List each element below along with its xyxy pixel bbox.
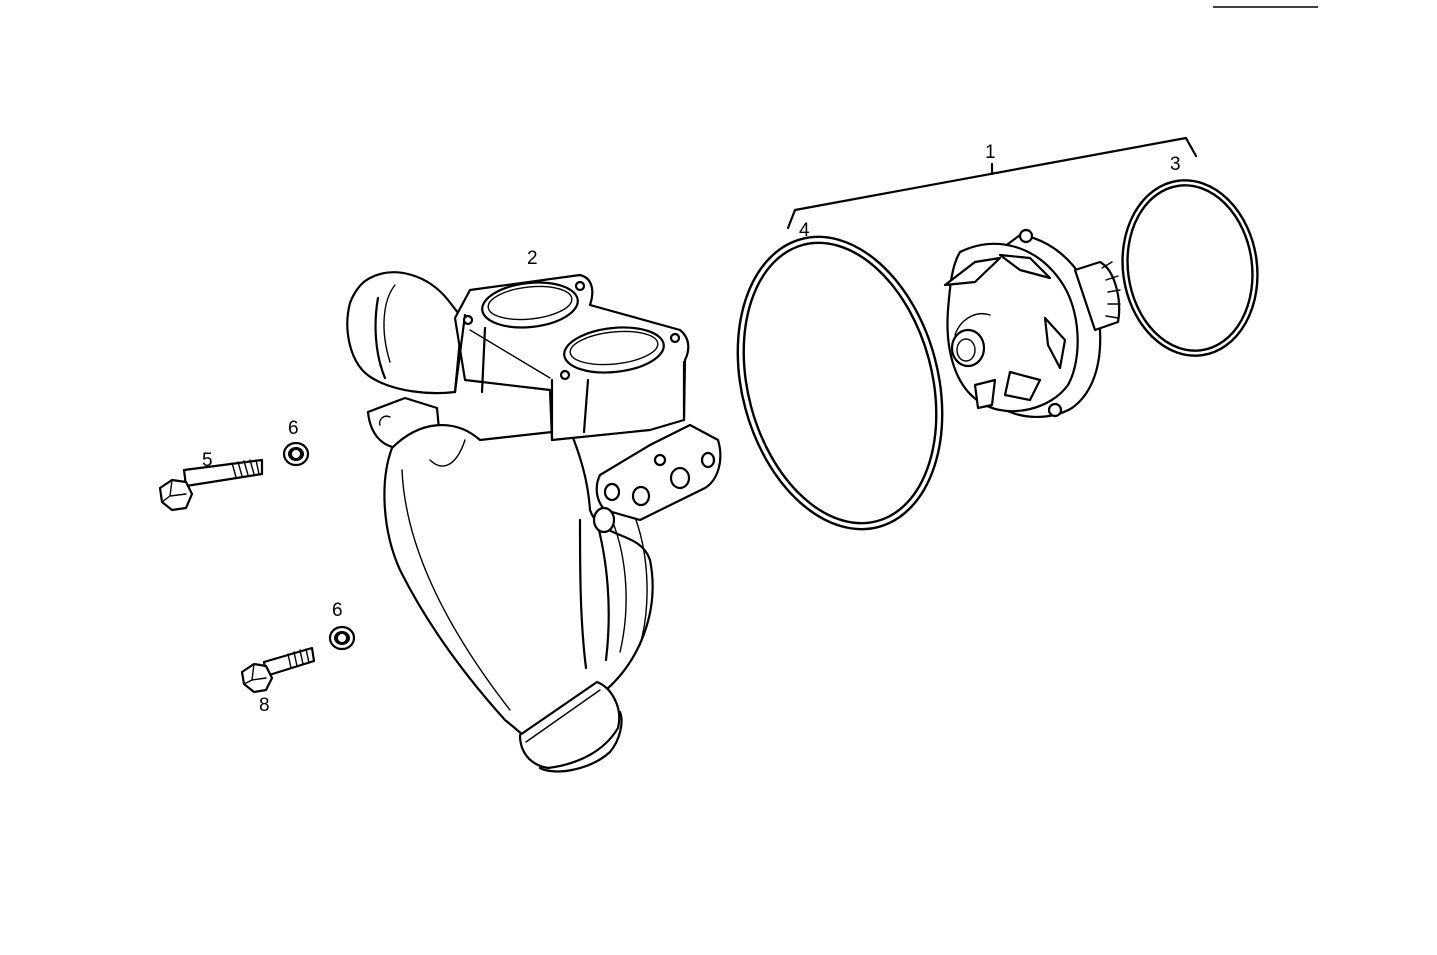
callout-2: 2: [527, 248, 538, 269]
callout-6-lower: 6: [332, 600, 343, 621]
callout-5: 5: [202, 450, 213, 471]
callout-4: 4: [799, 220, 810, 241]
pump-impeller-assembly: [943, 228, 1121, 419]
callout-8: 8: [259, 695, 270, 716]
bolt-short: [240, 646, 316, 694]
washer-upper: [282, 441, 310, 467]
assembly-bracket: [786, 136, 1198, 230]
large-o-ring: [736, 235, 944, 531]
pump-housing: [346, 271, 722, 773]
callout-6-upper: 6: [288, 418, 299, 439]
callout-1: 1: [985, 142, 996, 163]
bolt-long: [158, 458, 264, 512]
small-o-ring: [1121, 179, 1259, 357]
washer-lower: [328, 625, 356, 651]
callout-3: 3: [1170, 154, 1181, 175]
